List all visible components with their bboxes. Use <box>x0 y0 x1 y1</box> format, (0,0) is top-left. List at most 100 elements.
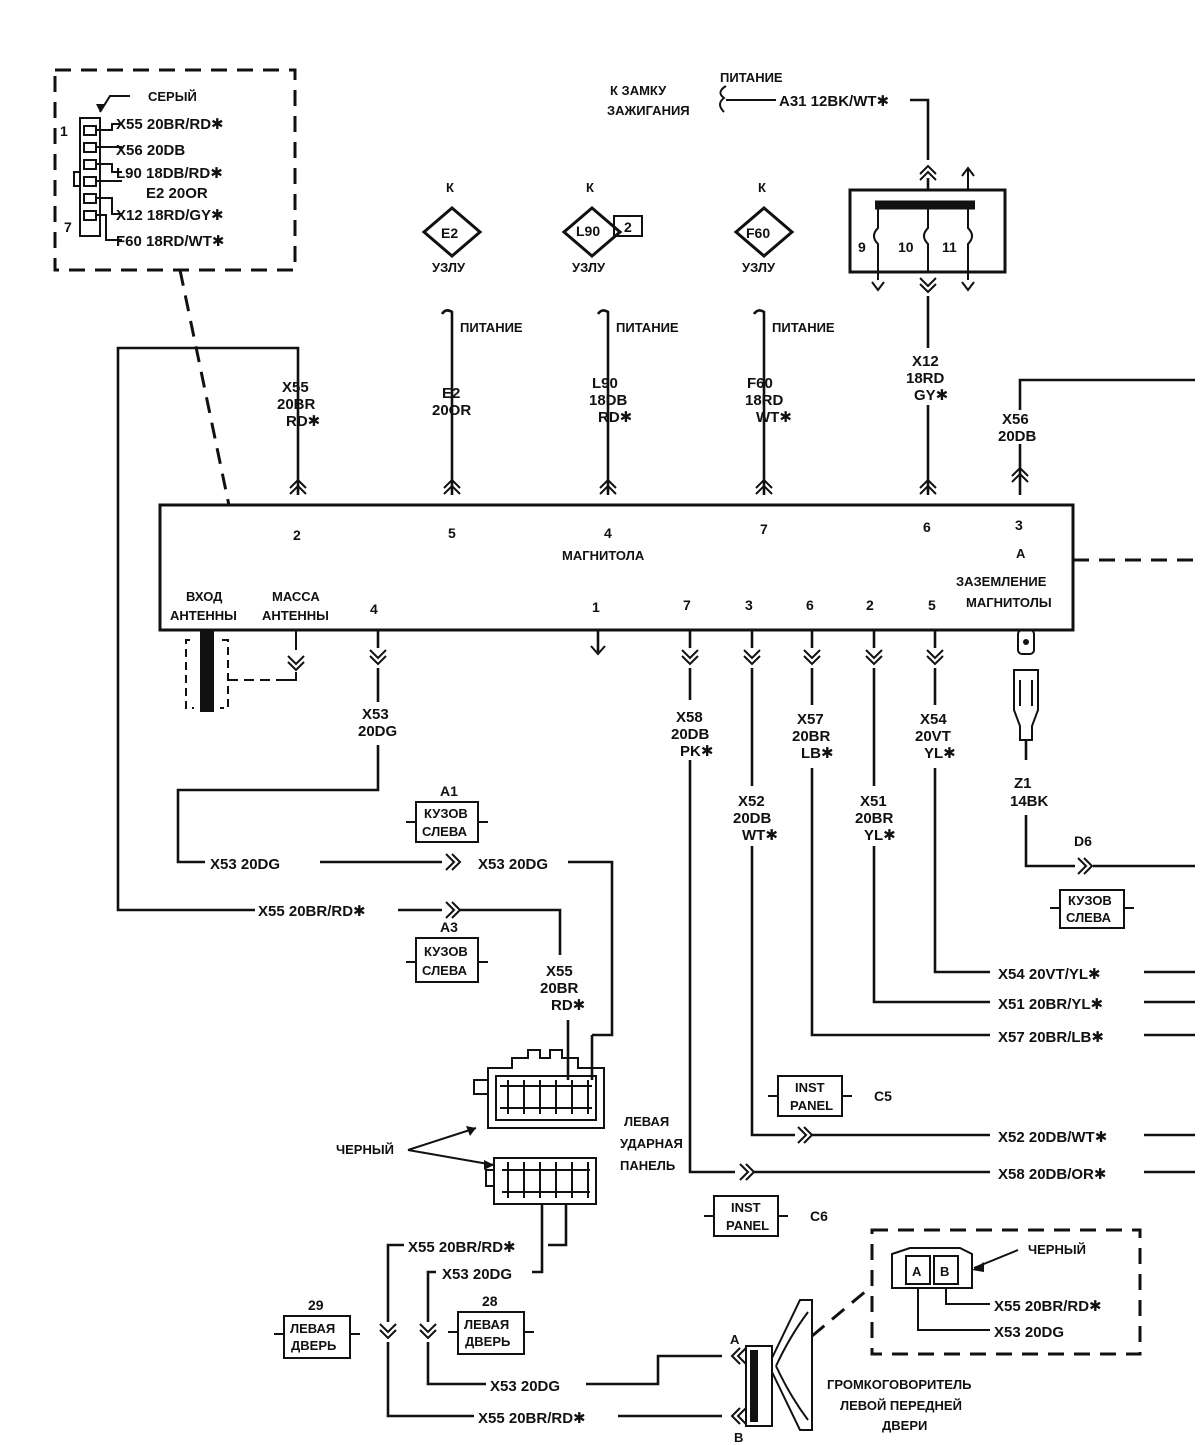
svg-text:X55 20BR/RD✱: X55 20BR/RD✱ <box>994 1298 1102 1315</box>
splice-a3: A3 КУЗОВ СЛЕВА <box>406 919 488 983</box>
node-l90: К L90 2 УЗЛУ ПИТАНИЕ L90 18DB RD✱ <box>561 180 679 495</box>
svg-text:X12: X12 <box>912 353 939 370</box>
inset-leader-dashed <box>178 269 234 521</box>
radio-pin-3-top: 3 <box>1015 517 1023 533</box>
inset-pin-first: 1 <box>60 123 68 139</box>
svg-text:X52: X52 <box>738 793 765 810</box>
svg-text:PANEL: PANEL <box>726 1218 769 1233</box>
svg-text:20BR: 20BR <box>855 810 894 827</box>
svg-text:ПАНЕЛЬ: ПАНЕЛЬ <box>620 1158 675 1173</box>
svg-text:УДАРНАЯ: УДАРНАЯ <box>620 1136 683 1151</box>
node-l90-wire-3: RD✱ <box>598 409 632 426</box>
fuse-pin-11: 11 <box>942 239 957 255</box>
svg-text:ЛЕВАЯ: ЛЕВАЯ <box>624 1114 669 1129</box>
node-f60-id: F60 <box>746 225 770 241</box>
node-l90-wire-2: 18DB <box>589 392 628 409</box>
wire-x57: X57 20BR LB✱ <box>792 630 990 1037</box>
node-e2-wire-1: E2 <box>442 385 460 402</box>
svg-text:LB✱: LB✱ <box>801 745 834 762</box>
fuse-pin-10: 10 <box>898 239 914 255</box>
node-f60-wire-2: 18RD <box>745 392 784 409</box>
node-l90-label: УЗЛУ <box>572 260 606 275</box>
svg-text:Z1: Z1 <box>1014 775 1032 792</box>
svg-text:X51: X51 <box>860 793 887 810</box>
svg-text:2: 2 <box>866 597 874 613</box>
speaker-connector-inset: A B ЧЕРНЫЙ X55 20BR/RD✱ X53 20DG <box>870 1228 1142 1356</box>
svg-text:X53 20DG: X53 20DG <box>490 1378 560 1395</box>
svg-text:7: 7 <box>683 597 691 613</box>
svg-text:X55 20BR/RD✱: X55 20BR/RD✱ <box>478 1410 586 1427</box>
inset-dashed-frame <box>53 68 297 272</box>
wire-x58: X58 20DB PK✱ <box>671 630 735 1174</box>
fuse-block: 9 10 11 <box>848 166 1007 348</box>
svg-text:29: 29 <box>308 1297 324 1313</box>
x55-run: X55 20BR/RD✱ X55 20BR RD✱ <box>258 901 585 1080</box>
svg-text:C6: C6 <box>810 1208 828 1224</box>
node-l90-k: К <box>586 180 594 195</box>
svg-text:20BR: 20BR <box>792 728 831 745</box>
svg-text:СЛЕВА: СЛЕВА <box>422 824 468 839</box>
svg-text:20DB: 20DB <box>998 428 1037 445</box>
inst-panel-c6: INST PANEL C6 <box>704 1195 828 1237</box>
node-f60-wire-1: F60 <box>747 375 773 392</box>
ignition-wire-label: A31 12BK/WT✱ <box>779 93 889 110</box>
svg-text:INST: INST <box>731 1200 761 1215</box>
fuse-pin-9: 9 <box>858 239 866 255</box>
svg-text:5: 5 <box>928 597 936 613</box>
inset-wire-1: X55 20BR/RD✱ <box>116 116 224 133</box>
svg-text:28: 28 <box>482 1293 498 1309</box>
svg-text:X55: X55 <box>546 963 573 980</box>
svg-text:3: 3 <box>745 597 753 613</box>
antenna-cable <box>200 630 214 712</box>
svg-text:X56: X56 <box>1002 411 1029 428</box>
svg-text:PK✱: PK✱ <box>680 743 713 760</box>
svg-text:X51 20BR/YL✱: X51 20BR/YL✱ <box>998 996 1103 1013</box>
x53-run: X53 20DG X53 20DG <box>210 853 614 1037</box>
svg-text:RD✱: RD✱ <box>286 413 320 430</box>
node-l90-extra: 2 <box>624 219 632 235</box>
radio-pin-2-top: 2 <box>293 527 301 543</box>
svg-text:ЛЕВОЙ ПЕРЕДНЕЙ: ЛЕВОЙ ПЕРЕДНЕЙ <box>840 1398 962 1413</box>
ground-z1: Z1 14BK D6 КУЗОВ СЛЕВА <box>1010 629 1195 929</box>
inset-wire-6: F60 18RD/WT✱ <box>116 233 224 250</box>
svg-text:20DB: 20DB <box>733 810 772 827</box>
right-outputs: X54 20VT/YL✱ X51 20BR/YL✱ X57 20BR/LB✱ X… <box>739 966 1195 1183</box>
wire-x52: X52 20DB WT✱ <box>733 630 795 1137</box>
node-l90-id: L90 <box>576 223 600 239</box>
ignition-label-1: К ЗАМКУ <box>610 83 667 98</box>
svg-text:X53 20DG: X53 20DG <box>994 1324 1064 1341</box>
svg-text:B: B <box>940 1264 949 1279</box>
node-f60-k: К <box>758 180 766 195</box>
node-f60-label: УЗЛУ <box>742 260 776 275</box>
radio-pin-a: A <box>1016 546 1026 561</box>
radio-connector-inset: СЕРЫЙ 1 7 X55 20BR/RD✱ X56 20DB L90 18DB… <box>53 68 297 521</box>
ignition-feed: К ЗАМКУ ЗАЖИГАНИЯ ПИТАНИЕ A31 12BK/WT✱ <box>607 70 937 190</box>
svg-text:A1: A1 <box>440 783 458 799</box>
svg-text:МАССА: МАССА <box>272 589 320 604</box>
wire-x53: X53 20DG <box>176 630 397 864</box>
radio-pin-4-top: 4 <box>604 525 612 541</box>
svg-text:X53 20DG: X53 20DG <box>478 856 548 873</box>
node-e2-id: E2 <box>441 225 458 241</box>
wire-x54: X54 20VT YL✱ <box>915 630 990 974</box>
splice-d6-id: D6 <box>1074 833 1092 849</box>
kick-panel-connectors: ЧЕРНЫЙ ЛЕВАЯ УДАРНАЯ ПАНЕЛЬ <box>336 1035 683 1274</box>
svg-text:ЧЕРНЫЙ: ЧЕРНЫЙ <box>336 1142 394 1157</box>
svg-text:АНТЕННЫ: АНТЕННЫ <box>262 608 329 623</box>
svg-text:ДВЕРИ: ДВЕРИ <box>882 1418 927 1433</box>
wire-x51: X51 20BR YL✱ <box>855 630 990 1004</box>
svg-text:X57: X57 <box>797 711 824 728</box>
svg-text:X54 20VT/YL✱: X54 20VT/YL✱ <box>998 966 1101 983</box>
node-l90-power: ПИТАНИЕ <box>616 320 679 335</box>
svg-text:X54: X54 <box>920 711 947 728</box>
svg-text:4: 4 <box>370 601 378 617</box>
svg-text:ГРОМКОГОВОРИТЕЛЬ: ГРОМКОГОВОРИТЕЛЬ <box>827 1377 971 1392</box>
svg-text:МАГНИТОЛЫ: МАГНИТОЛЫ <box>966 595 1052 610</box>
radio-pin-7-top: 7 <box>760 521 768 537</box>
wire-x12: X12 18RD GY✱ <box>906 353 948 495</box>
ignition-power-label: ПИТАНИЕ <box>720 70 783 85</box>
svg-text:ЛЕВАЯ: ЛЕВАЯ <box>290 1321 335 1336</box>
svg-text:PANEL: PANEL <box>790 1098 833 1113</box>
speaker: ГРОМКОГОВОРИТЕЛЬ ЛЕВОЙ ПЕРЕДНЕЙ ДВЕРИ <box>745 1284 971 1433</box>
svg-text:INST: INST <box>795 1080 825 1095</box>
